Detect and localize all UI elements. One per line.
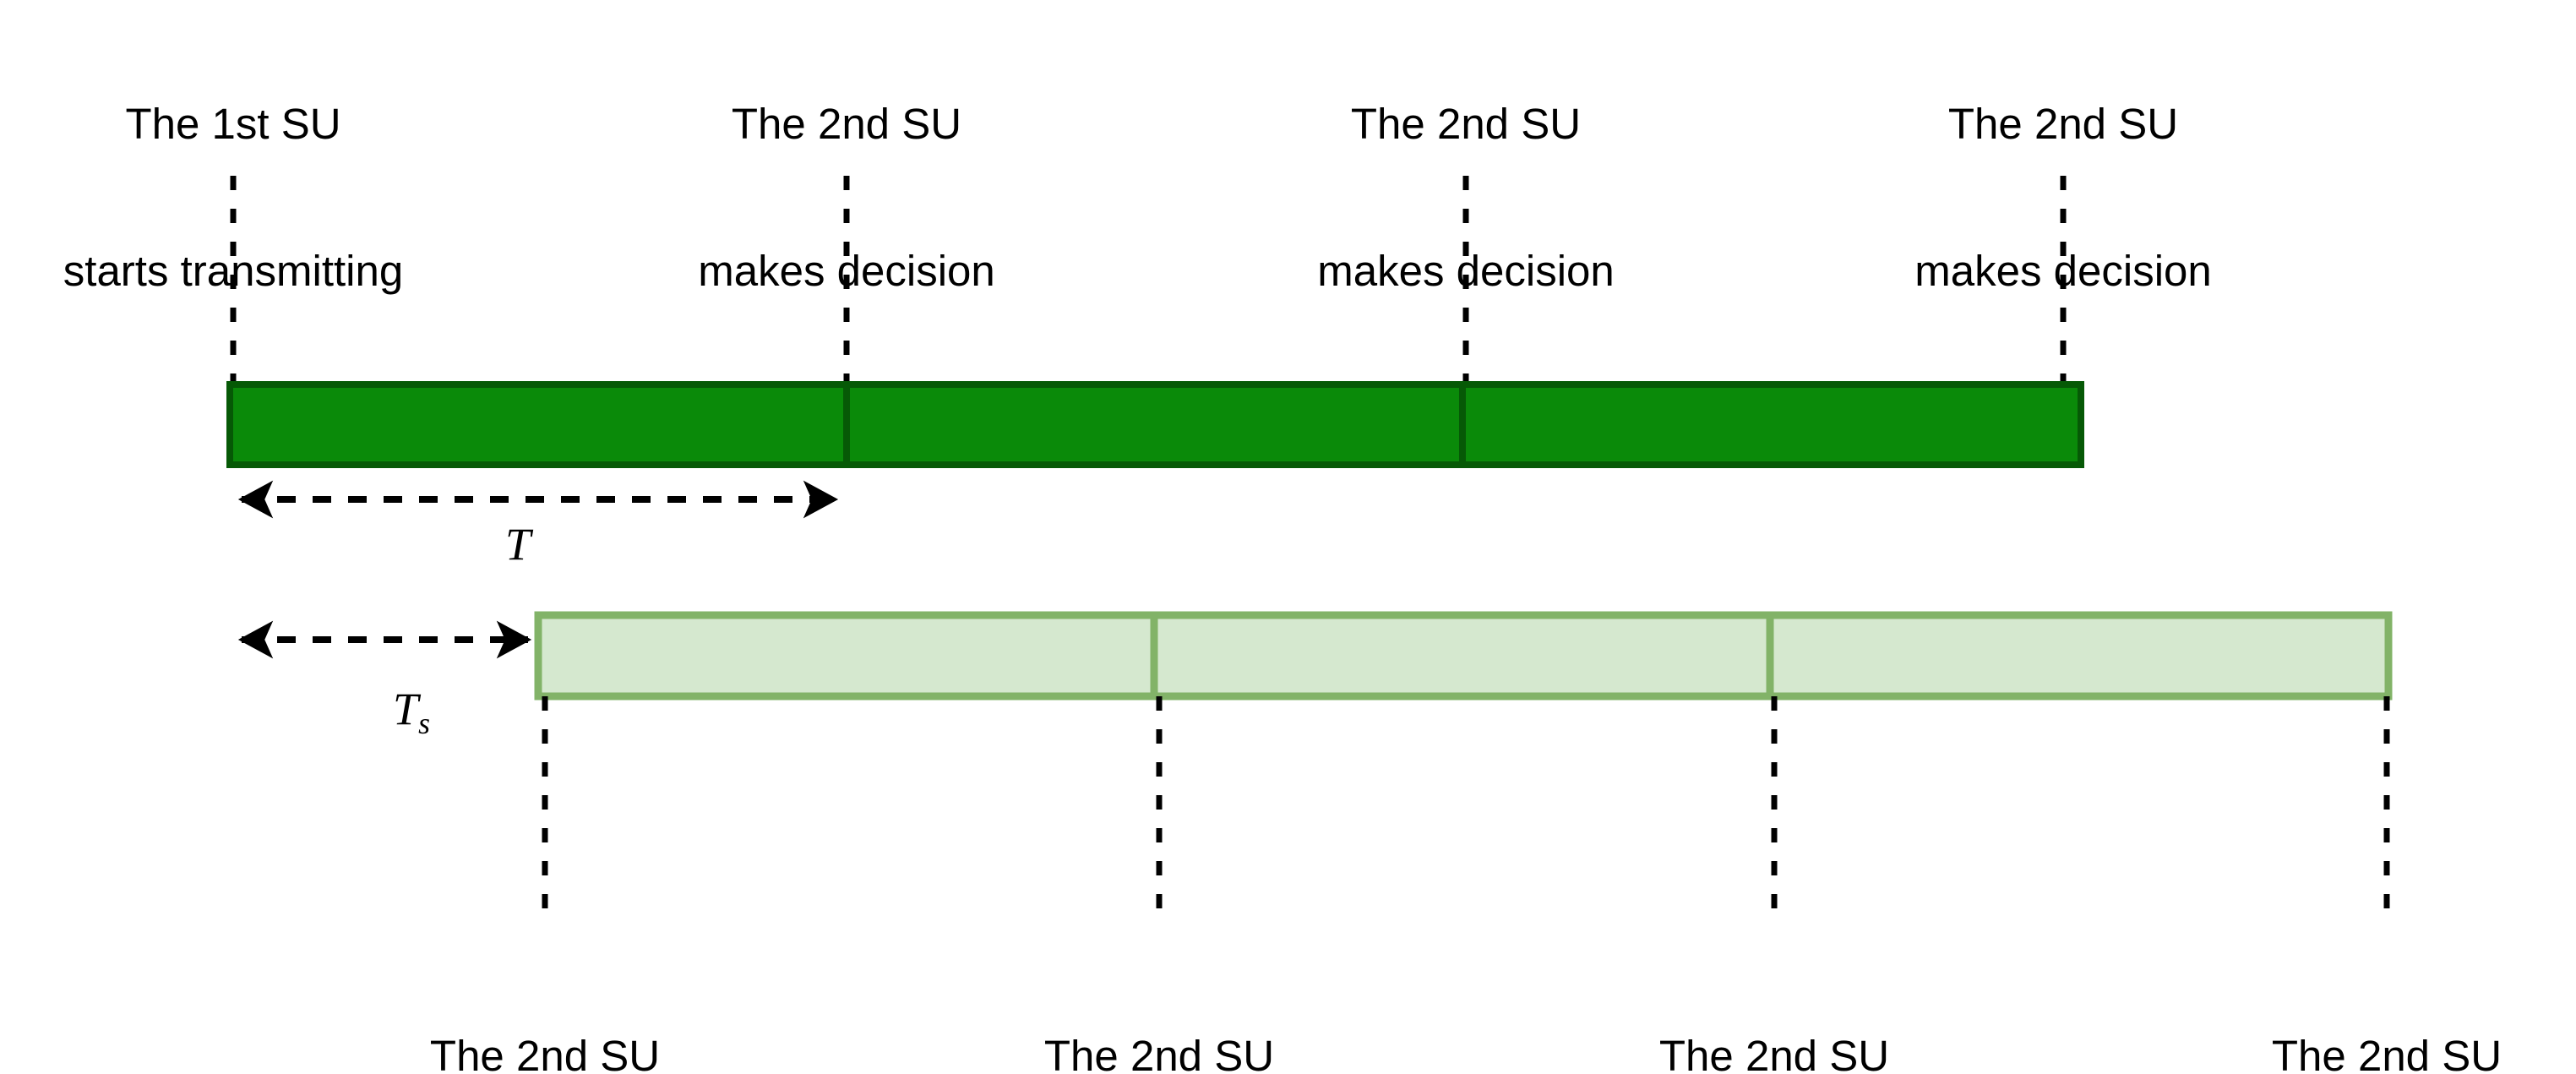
label-top-1: The 1st SU starts transmitting [63, 2, 403, 394]
measure-label-Ts: Ts [393, 684, 430, 740]
label-bottom-3: The 2nd SU makes decision [1626, 934, 1923, 1074]
label-top-2-line1: The 2nd SU [731, 100, 962, 148]
label-top-4: The 2nd SU makes decision [1914, 2, 2212, 394]
label-top-2-line2: makes decision [698, 247, 995, 295]
bar-secondary-body [534, 611, 2393, 701]
label-top-2: The 2nd SU makes decision [698, 2, 995, 394]
bar-secondary [534, 611, 2393, 701]
measure-label-Ts-subscript: s [418, 706, 430, 740]
label-bottom-4-line1: The 2nd SU [2271, 1032, 2502, 1074]
label-bottom-1: The 2nd SU starts transmitting [375, 934, 715, 1074]
label-bottom-1-line1: The 2nd SU [429, 1032, 661, 1074]
label-top-3-line1: The 2nd SU [1350, 100, 1582, 148]
label-bottom-4: The 2nd SU makes decision [2238, 934, 2535, 1074]
label-top-4-line2: makes decision [1914, 247, 2212, 295]
measure-label-Ts-symbol: T [393, 684, 419, 734]
label-top-3: The 2nd SU makes decision [1317, 2, 1615, 394]
label-top-3-line2: makes decision [1317, 247, 1615, 295]
measure-label-T: T [505, 521, 531, 567]
bar-primary [226, 381, 2084, 468]
label-bottom-2-line1: The 2nd SU [1043, 1032, 1275, 1074]
leader-lines-bottom [542, 696, 2390, 926]
measure-label-T-symbol: T [504, 519, 531, 570]
label-top-4-line1: The 2nd SU [1947, 100, 2179, 148]
label-bottom-2: The 2nd SU makes decision [1010, 934, 1308, 1074]
label-top-1-line1: The 1st SU [125, 100, 341, 148]
bar-primary-body [226, 381, 2084, 468]
leader-lines-top [230, 176, 2067, 385]
label-bottom-3-line1: The 2nd SU [1658, 1032, 1890, 1074]
label-top-1-line2: starts transmitting [63, 247, 404, 295]
